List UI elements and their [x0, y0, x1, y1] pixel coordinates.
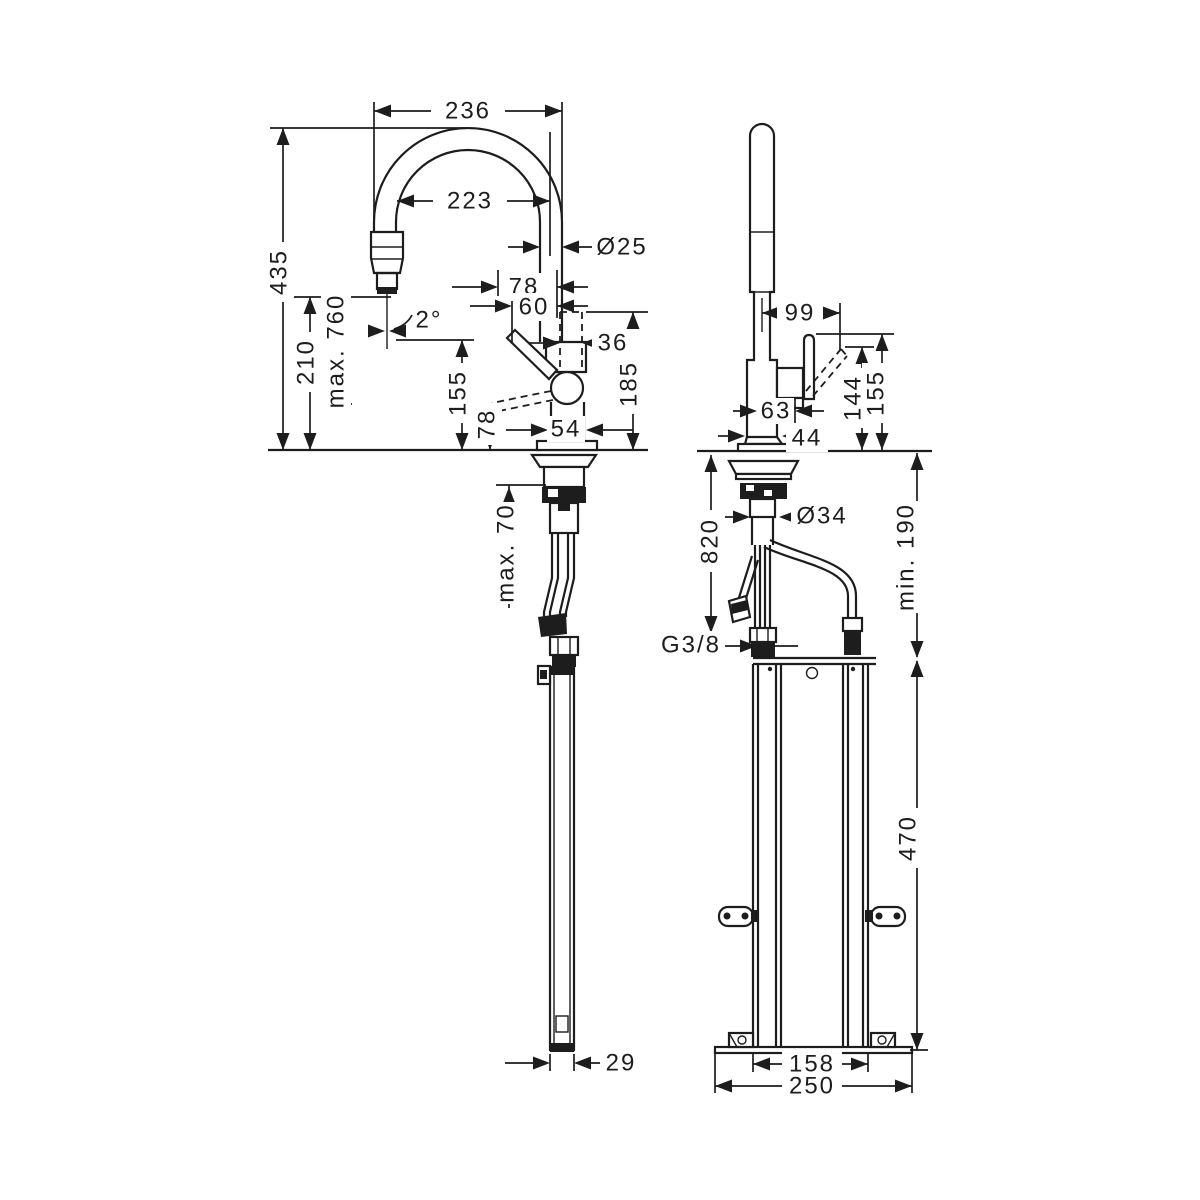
svg-text:max. 70: max. 70	[493, 503, 520, 602]
side-understructure	[727, 459, 864, 657]
lever-handle	[505, 328, 559, 381]
svg-text:54: 54	[551, 416, 582, 443]
svg-text:223: 223	[447, 188, 493, 215]
dim-reach-spout: 223	[433, 187, 507, 215]
dim-handle-offset: 60	[513, 293, 555, 321]
svg-text:210: 210	[293, 339, 320, 385]
handle-housing	[775, 366, 805, 400]
dim-handle-tip-height: 155	[443, 363, 473, 423]
dim-counter-thickness: max. 70	[491, 502, 521, 604]
handle-blade	[802, 333, 816, 401]
dim-cartridge-width: 36	[592, 329, 634, 357]
svg-text:250: 250	[789, 1073, 835, 1100]
svg-text:185: 185	[616, 361, 643, 407]
dim-clearance-below: min. 190	[891, 501, 921, 613]
dim-height-overall: 435	[264, 242, 294, 302]
svg-text:2°: 2°	[416, 307, 443, 334]
front-understructure	[529, 453, 599, 1052]
spray-head	[369, 230, 405, 294]
dim-base-diameter: 54	[547, 416, 585, 443]
handle-blade-swung	[805, 348, 848, 397]
svg-text:78: 78	[474, 409, 501, 440]
dim-body-height: 185	[614, 354, 644, 414]
svg-text:29: 29	[606, 1050, 637, 1077]
dim-guide-width: 29	[600, 1049, 642, 1077]
dim-height-spout: 210	[291, 332, 321, 392]
dim-base-plate-width: 250	[782, 1072, 842, 1100]
dim-hose-drop: 820	[695, 510, 725, 572]
svg-text:min. 190: min. 190	[893, 503, 920, 611]
svg-text:Ø25: Ø25	[596, 234, 647, 261]
svg-text:99: 99	[785, 300, 816, 327]
dim-spout-diameter: Ø25	[592, 233, 652, 261]
installation-box	[713, 656, 914, 1055]
svg-text:63: 63	[761, 398, 792, 425]
dim-box-height: 470	[893, 808, 923, 868]
svg-text:max. 760: max. 760	[323, 294, 350, 409]
dim-handle-clearance: 78	[472, 403, 502, 445]
svg-text:60: 60	[519, 294, 550, 321]
dimension-labels: 236 223 435 210 max. 760 2° Ø25 78 60 36…	[264, 97, 923, 1100]
dim-handle-height: 155	[862, 363, 890, 423]
handle-pivot	[549, 370, 585, 406]
dim-hose-pullout: max. 760	[321, 293, 351, 409]
svg-text:155: 155	[863, 370, 890, 416]
svg-text:236: 236	[445, 98, 491, 125]
dim-handle-reach: 99	[777, 299, 823, 327]
svg-text:435: 435	[266, 249, 293, 295]
svg-text:36: 36	[598, 330, 629, 357]
svg-text:G3/8: G3/8	[661, 632, 721, 659]
dim-thread: G3/8	[657, 631, 725, 659]
svg-text:820: 820	[697, 518, 724, 564]
dim-spout-angle: 2°	[413, 306, 445, 334]
svg-text:155: 155	[445, 370, 472, 416]
front-view-faucet	[268, 126, 648, 1052]
dim-shank-diameter: Ø34	[791, 502, 853, 530]
svg-text:Ø34: Ø34	[796, 503, 847, 530]
svg-text:470: 470	[895, 815, 922, 861]
dim-base-depth: 44	[786, 424, 828, 452]
dim-reach-top: 236	[431, 97, 505, 125]
dim-handle-depth: 63	[758, 398, 794, 425]
svg-text:44: 44	[792, 425, 823, 452]
